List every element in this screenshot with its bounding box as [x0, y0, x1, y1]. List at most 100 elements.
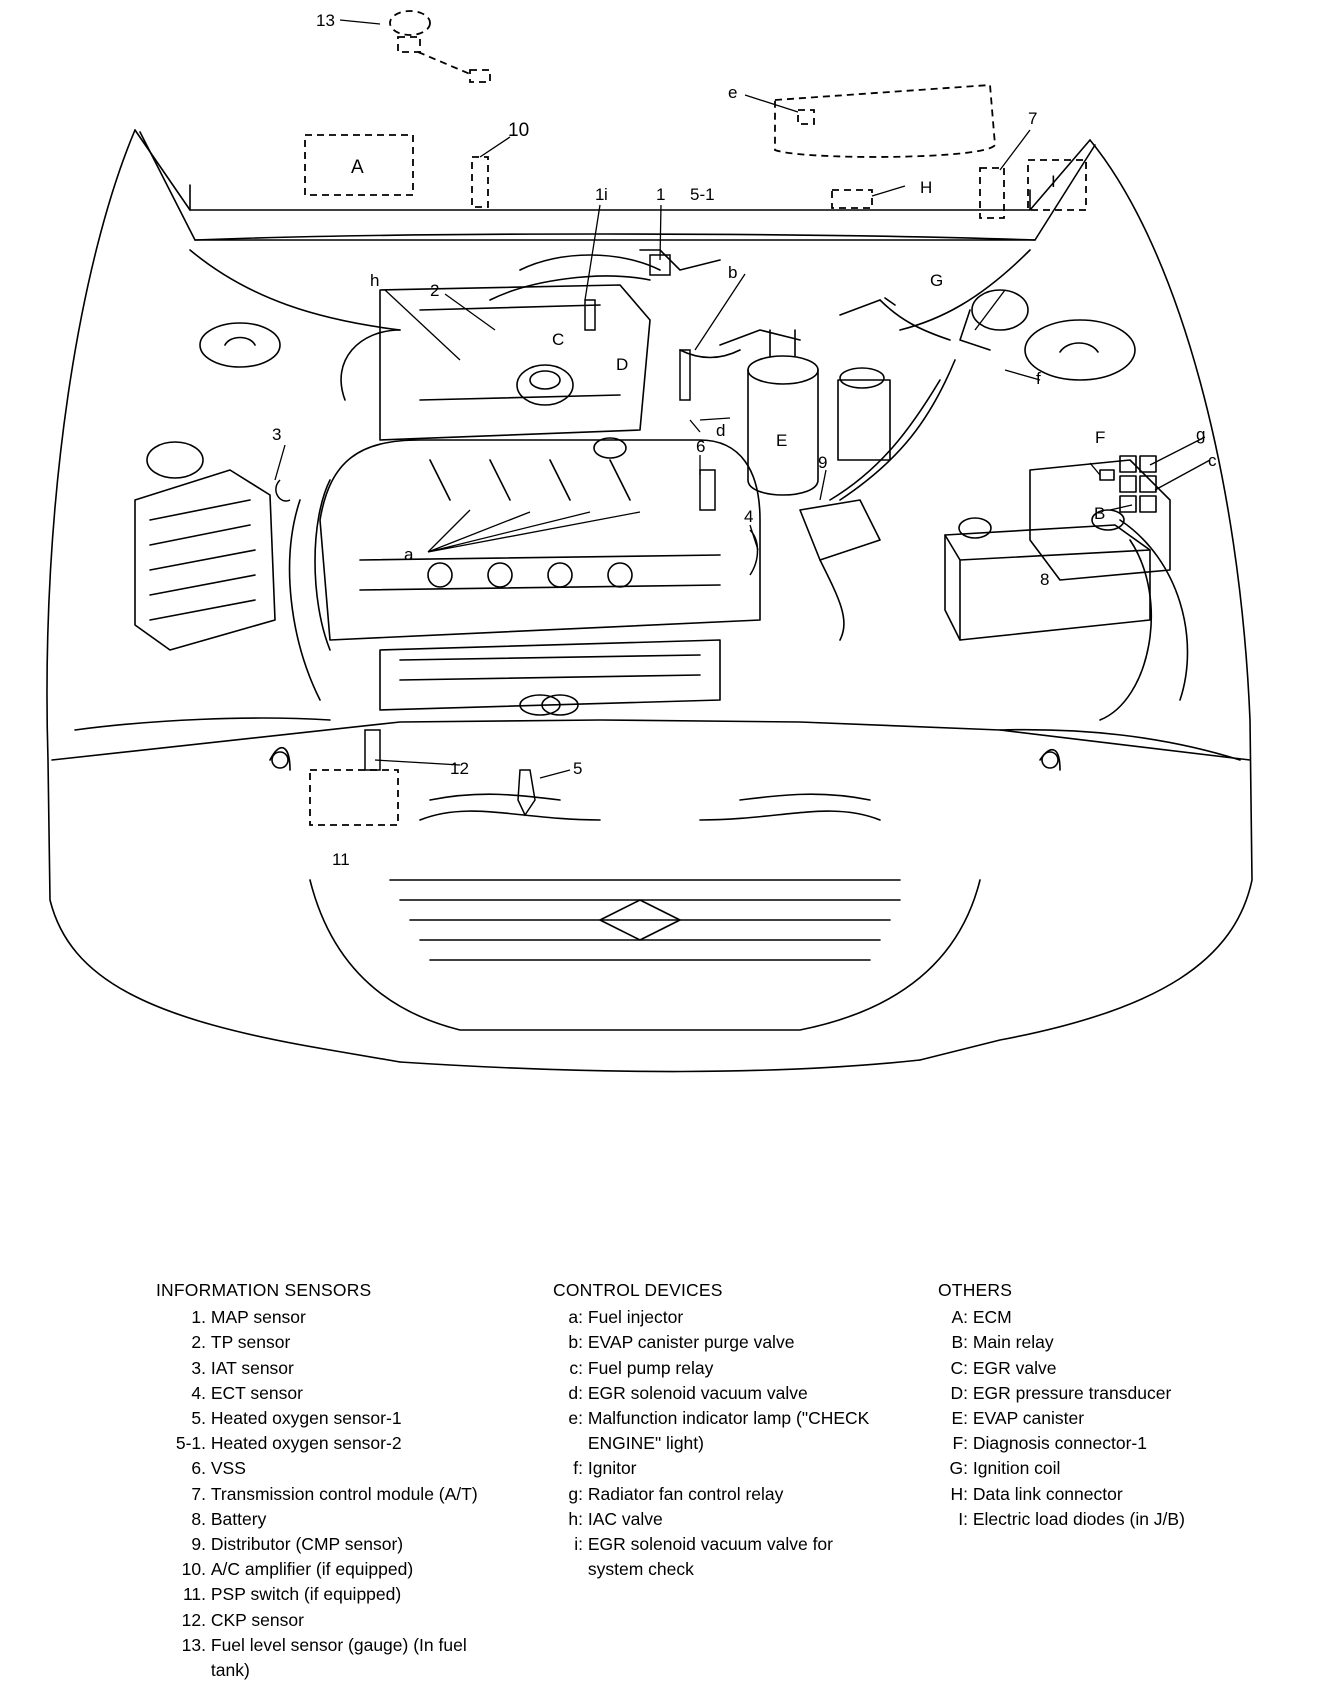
- callout-3: 3: [272, 425, 281, 444]
- legend-item: D: EGR pressure transducer: [938, 1381, 1238, 1406]
- legend-item: g: Radiator fan control relay: [553, 1482, 873, 1507]
- legend-item-key: f:: [573, 1458, 583, 1479]
- label-C: C: [552, 330, 564, 349]
- air-cleaner-box: [134, 469, 276, 651]
- radiator-support: [74, 717, 1241, 771]
- legend-item: e: Malfunction indicator lamp ("CHECK EN…: [553, 1406, 873, 1456]
- legend-item: E: EVAP canister: [938, 1406, 1238, 1431]
- callout-d: d: [716, 421, 725, 440]
- legend-item: A: ECM: [938, 1305, 1238, 1330]
- callout-13: 13: [316, 11, 335, 30]
- legend-item: G: Ignition coil: [938, 1456, 1238, 1481]
- engine-assembly: [288, 254, 761, 716]
- legend-item-key: 10.: [181, 1559, 206, 1580]
- callout-c: c: [1208, 451, 1217, 470]
- label-A: A: [351, 157, 364, 178]
- coolant-reservoir: [837, 367, 891, 461]
- legend-item: c: Fuel pump relay: [553, 1356, 873, 1381]
- legend-item: C: EGR valve: [938, 1356, 1238, 1381]
- legend-item-text: ECT sensor: [210, 1382, 303, 1403]
- callout-8: 8: [1040, 570, 1049, 589]
- right-strut-tower: [1024, 319, 1136, 381]
- callout-5-1: 5-1: [690, 185, 715, 204]
- washer-reservoir: [146, 441, 204, 479]
- j-b-box: [1027, 159, 1087, 211]
- callout-4: 4: [744, 507, 753, 526]
- label-G: G: [930, 271, 943, 290]
- legend-item-key: G:: [949, 1458, 968, 1479]
- legend-item: 3. IAT sensor: [156, 1356, 496, 1381]
- legend-item-text: EGR solenoid vacuum valve for system che…: [587, 1534, 833, 1580]
- legend-item-text: ECM: [972, 1307, 1012, 1328]
- callout-e: e: [728, 83, 737, 102]
- battery-shape: [944, 509, 1151, 641]
- legend-item-text: EGR valve: [972, 1357, 1057, 1378]
- legend-item-key: 13.: [181, 1634, 206, 1655]
- legend-item-text: Distributor (CMP sensor): [210, 1534, 404, 1555]
- legend-item-text: Fuel pump relay: [587, 1357, 714, 1378]
- callout-9: 9: [818, 453, 827, 472]
- legend-item-text: Transmission control module (A/T): [210, 1483, 478, 1504]
- callout-f: f: [1036, 369, 1041, 388]
- legend-item-key: 5.: [191, 1408, 206, 1429]
- vehicle-body-outline: [46, 129, 1253, 1073]
- egr-valve-shape: [516, 364, 574, 406]
- legend-title-controls: CONTROL DEVICES: [553, 1280, 723, 1300]
- callout-7: 7: [1028, 109, 1037, 128]
- callout-10: 10: [508, 120, 529, 141]
- label-I: I: [1051, 172, 1056, 191]
- legend-item-key: H:: [950, 1483, 969, 1504]
- legend-item-text: Data link connector: [972, 1483, 1123, 1504]
- legend-item-key: 8.: [191, 1508, 206, 1529]
- legend-item: 1. MAP sensor: [156, 1305, 496, 1330]
- ignition-coil-shape: [959, 289, 1029, 351]
- legend-item-text: Malfunction indicator lamp ("CHECK ENGIN…: [587, 1408, 870, 1454]
- legend-item-text: Heated oxygen sensor-2: [210, 1433, 402, 1454]
- legend-item: 10. A/C amplifier (if equipped): [156, 1557, 496, 1582]
- legend-item-key: F:: [952, 1433, 968, 1454]
- legend-item: d: EGR solenoid vacuum valve: [553, 1381, 873, 1406]
- brand-emblem: [599, 899, 681, 941]
- legend-item-key: e:: [568, 1408, 583, 1429]
- label-H: H: [920, 178, 932, 197]
- legend-title-others: OTHERS: [938, 1280, 1013, 1300]
- legend-item-key: I:: [958, 1508, 968, 1529]
- callout-a: a: [404, 545, 414, 564]
- legend-item: 4. ECT sensor: [156, 1381, 496, 1406]
- legend-item: b: EVAP canister purge valve: [553, 1330, 873, 1355]
- legend-item: i: EGR solenoid vacuum valve for system …: [553, 1532, 873, 1582]
- distributor-shape: [799, 359, 956, 641]
- legend-item-key: 12.: [181, 1609, 206, 1630]
- legend-item: F: Diagnosis connector-1: [938, 1431, 1238, 1456]
- callout-6: 6: [696, 437, 705, 456]
- legend-item-key: 2.: [191, 1332, 206, 1353]
- legend-item-text: Battery: [210, 1508, 267, 1529]
- fuel-level-sensor-outline: [389, 10, 431, 36]
- engine-compartment-diagram: 13 10 7 1 1 5-1 2 3 6 4 9 8 12 5 11 a b …: [46, 10, 1253, 1073]
- legend-item-text: IAT sensor: [210, 1357, 294, 1378]
- legend-item-text: Diagnosis connector-1: [972, 1433, 1147, 1454]
- ac-amplifier-box: [471, 156, 489, 208]
- tcm-box: [979, 167, 1005, 219]
- egr-pressure-transducer-shape: [593, 437, 627, 459]
- legend-item-text: PSP switch (if equipped): [210, 1584, 402, 1605]
- legend-item-key: d:: [568, 1382, 583, 1403]
- callout-h: h: [370, 271, 379, 290]
- label-D: D: [616, 355, 628, 374]
- legend-item-text: Fuel injector: [587, 1307, 684, 1328]
- legend-item-key: B:: [951, 1332, 968, 1353]
- legend-item-key: g:: [568, 1483, 583, 1504]
- label-B: B: [1094, 504, 1105, 523]
- legend-item: 6. VSS: [156, 1456, 496, 1481]
- legend-item-text: Main relay: [972, 1332, 1054, 1353]
- legend-item-text: Ignitor: [587, 1458, 637, 1479]
- callout-1-left: 1: [595, 185, 604, 204]
- legend-item-key: 7.: [191, 1483, 206, 1504]
- legend-item-text: EGR solenoid vacuum valve: [587, 1382, 808, 1403]
- legend-item: 8. Battery: [156, 1507, 496, 1532]
- legend-item-key: A:: [951, 1307, 968, 1328]
- callout-2: 2: [430, 281, 439, 300]
